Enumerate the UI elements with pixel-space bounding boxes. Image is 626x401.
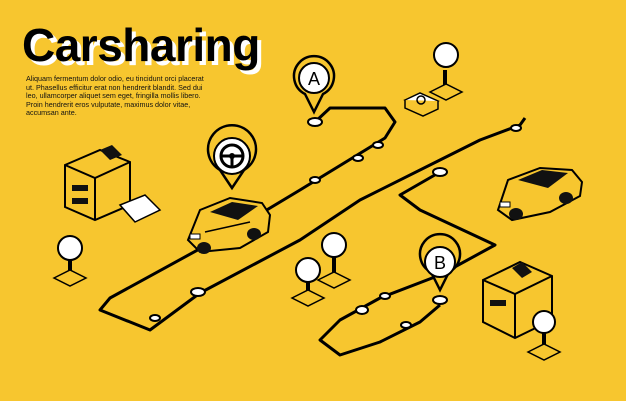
pin-b-label: B <box>434 253 446 273</box>
tree-icon <box>526 310 562 361</box>
tree-icon <box>290 257 326 307</box>
tree-icon <box>316 232 352 289</box>
location-pin-b: B <box>418 232 462 293</box>
car-icon <box>186 196 272 254</box>
pin-a-label: A <box>308 69 320 89</box>
description-text: Aliquam fermentum dolor odio, eu tincidu… <box>26 74 204 118</box>
page-title: Carsharing <box>22 19 260 71</box>
location-pin-a: A <box>292 54 336 115</box>
tree-icon <box>428 42 464 101</box>
route-stops <box>149 117 522 329</box>
steering-wheel-icon <box>206 124 258 191</box>
building-icon <box>64 145 162 223</box>
route-path <box>98 106 527 332</box>
steering-sign-icon <box>403 92 440 117</box>
car-icon <box>496 166 584 222</box>
tree-icon <box>52 235 88 287</box>
